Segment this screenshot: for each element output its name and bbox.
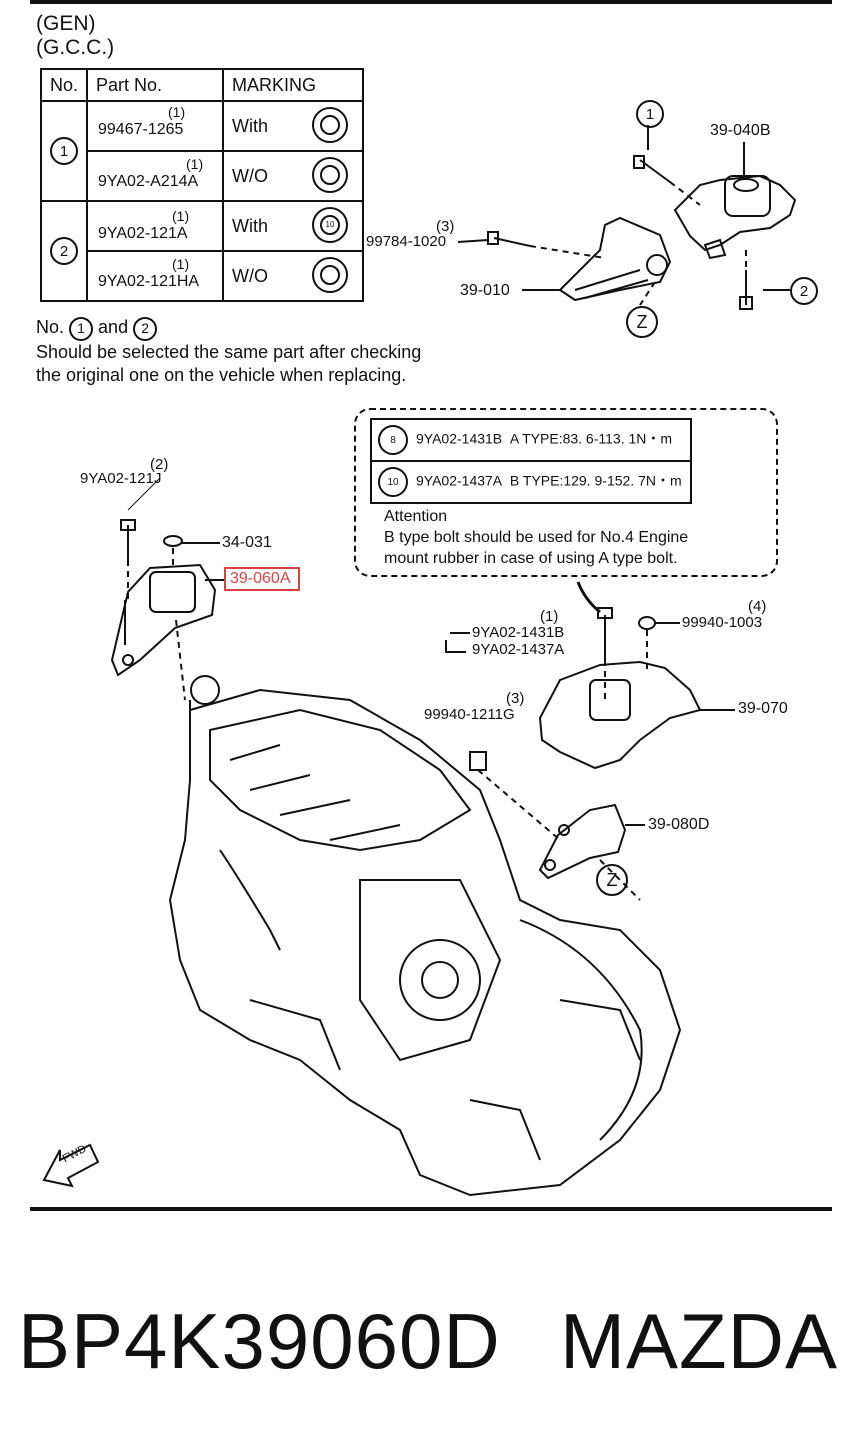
parts-table: No. Part No. MARKING 1 (1)99467-1265 Wit… [40,68,364,302]
part-label[interactable]: 99940-1211G [424,706,515,723]
part-number[interactable]: 9YA02-1431B [416,430,503,447]
part-number[interactable]: 9YA02-A214A [98,173,199,190]
col-part: Part No. [86,68,224,102]
number-1-circle: 1 [50,137,78,165]
note-circle-2: 2 [133,316,158,341]
mount-39-060a[interactable] [110,563,217,677]
table-row: 1 (1)99467-1265 With [40,100,364,202]
number-2-circle: 2 [50,237,78,265]
qty-label: (3) [506,690,525,707]
qty-label: (4) [748,598,767,615]
qty-label: (3) [436,218,455,235]
forward-arrow-icon [42,1143,100,1188]
qty-label: (1) [540,608,559,625]
spec-label: (G.C.C.) [36,36,115,59]
highlighted-part[interactable]: 39-060A [224,567,300,591]
part-label[interactable]: 39-010 [460,282,510,299]
view-z-callout: Z [626,306,658,338]
col-no: No. [40,68,88,102]
table-row: (1)9YA02-A214A W/O [41,150,364,202]
attention-box [354,408,778,577]
part-label[interactable]: 9YA02-1437A [472,641,565,658]
part-number[interactable]: 9YA02-121A [98,225,188,242]
bolt-mark-icon: 10 [378,467,408,497]
part-number[interactable]: 9YA02-121HA [98,273,200,290]
bolt-mark-icon: 8 [378,425,408,455]
nut-icon [469,751,487,771]
top-rule [30,0,832,4]
part-label[interactable]: 99784-1020 [366,233,447,250]
callout-2: 2 [790,277,818,305]
part-label[interactable]: 34-031 [222,534,272,551]
part-label[interactable]: 39-080D [648,816,710,833]
qty-label: (2) [150,456,169,473]
view-z-callout: Z [596,864,628,896]
callout-1: 1 [636,100,664,128]
marked-nut-icon [312,107,348,143]
part-number[interactable]: 99467-1265 [98,121,184,138]
bracket-39-010[interactable] [558,216,672,302]
part-label: 39-060A [230,570,291,587]
plain-nut-icon [312,157,348,193]
bolt-icon [487,155,753,310]
part-label[interactable]: 39-040B [710,122,771,139]
bracket-39-080d[interactable] [538,803,645,880]
mount-39-040b[interactable] [673,174,797,260]
part-number-title: BP4K39060D [18,1297,501,1385]
part-label[interactable]: 39-070 [738,700,788,717]
part-number[interactable]: 9YA02-1437A [416,472,503,489]
part-label[interactable]: 9YA02-1431B [472,624,565,641]
attention-text: Attention B type bolt should be used for… [384,508,689,567]
marked-bolt-icon: 10 [312,207,348,243]
note-circle-1: 1 [69,316,94,341]
plain-bolt-icon [312,257,348,293]
part-label[interactable]: 99940-1003 [682,614,763,631]
selection-note: No. 1 and 2 Should be selected the same … [36,316,422,385]
table-row: (1)9YA02-121HA W/O [41,250,364,302]
leader-dashes [529,181,747,306]
col-marking: MARKING [222,68,364,102]
brand-title: MAZDA [560,1297,838,1385]
region-label: (GEN) [36,12,96,35]
mount-39-070[interactable] [538,660,735,770]
part-label[interactable]: 9YA02-121J [80,470,162,487]
bottom-rule [30,1207,832,1211]
engine-assembly[interactable] [168,675,682,1197]
